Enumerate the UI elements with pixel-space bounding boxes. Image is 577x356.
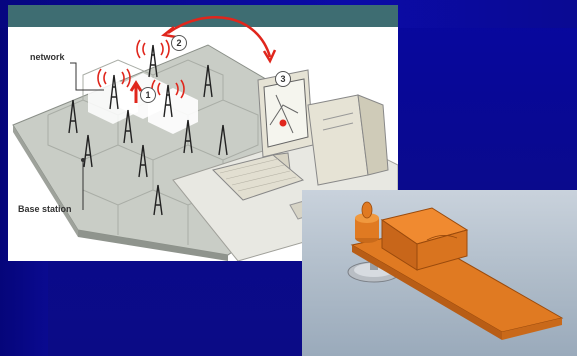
base-station-label: Base station <box>18 204 72 214</box>
step-marker: 1 <box>140 87 156 103</box>
step-marker: 2 <box>171 35 187 51</box>
step-marker: 3 <box>275 71 291 87</box>
network-label: network <box>30 52 65 62</box>
device-render <box>302 190 577 356</box>
device-icon <box>302 190 577 356</box>
